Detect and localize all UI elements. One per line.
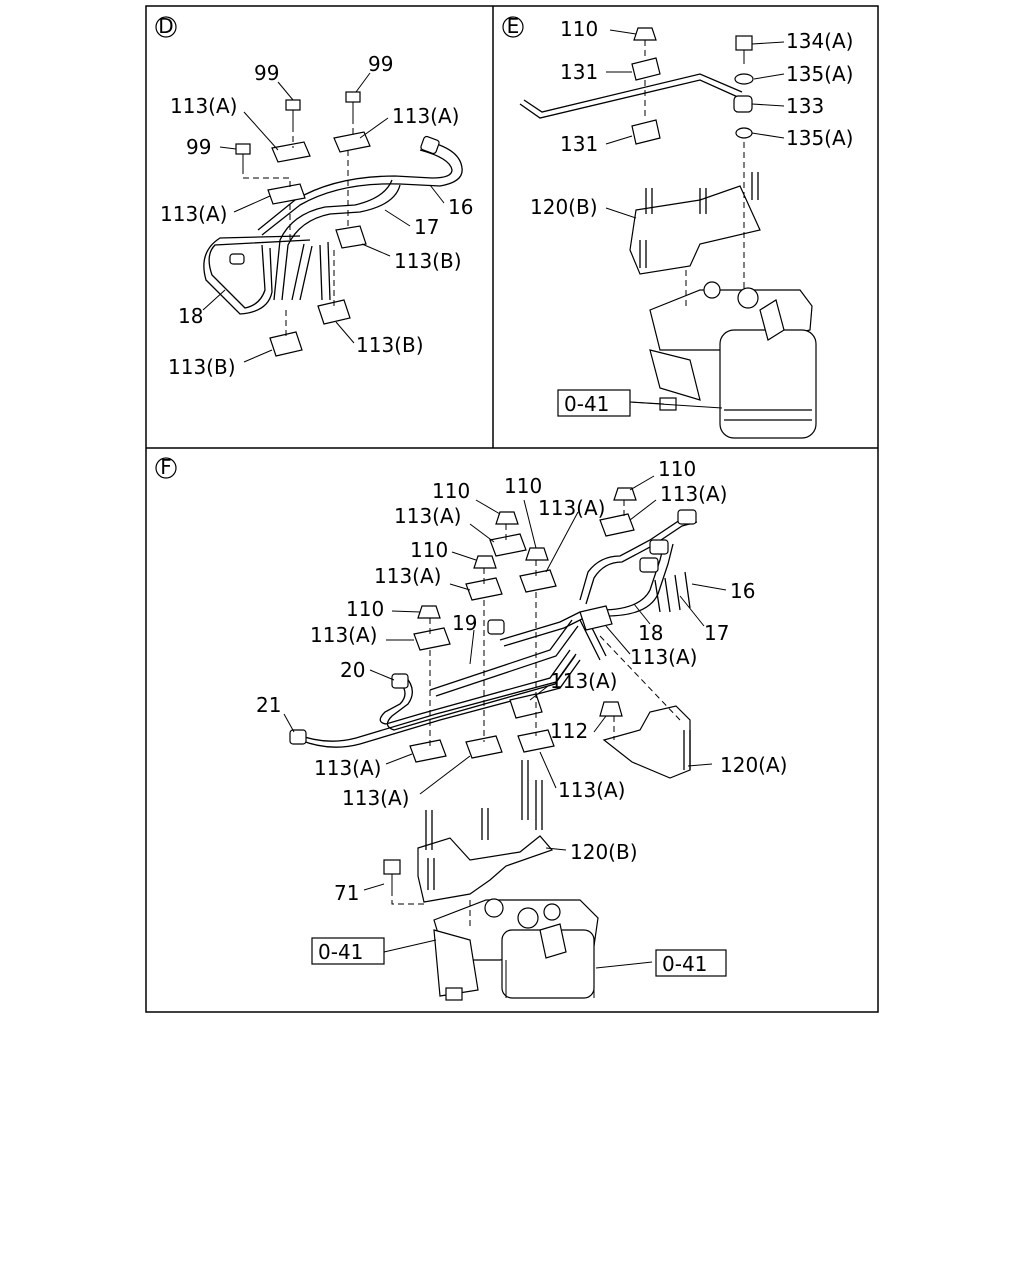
nuts-110-f — [417, 487, 637, 717]
label-120a: 120(A) — [720, 753, 787, 777]
pipe-loops-f — [579, 509, 698, 617]
leaders-d — [202, 72, 445, 363]
label-134a: 134(A) — [786, 29, 853, 53]
label-110: 110 — [504, 474, 542, 498]
clips-113a-d — [267, 131, 371, 205]
label-113a: 113(A) — [660, 482, 727, 506]
ref-box-0-41 — [557, 389, 631, 417]
label-113a: 113(A) — [558, 778, 625, 802]
label-17: 17 — [414, 215, 439, 239]
diagram-frame — [145, 5, 879, 1013]
label-99: 99 — [254, 61, 279, 85]
leaders-e — [605, 29, 785, 409]
label-110: 110 — [658, 457, 696, 481]
fuel-filter-f — [433, 898, 599, 1001]
label-131: 131 — [560, 60, 598, 84]
label-135a: 135(A) — [786, 62, 853, 86]
label-113a: 113(A) — [170, 94, 237, 118]
label-113a: 113(A) — [314, 756, 381, 780]
label-113b: 113(B) — [356, 333, 424, 357]
label-20: 20 — [340, 658, 365, 682]
label-113a: 113(A) — [394, 504, 461, 528]
label-0-41: 0-41 — [662, 952, 707, 976]
panel-d: D — [155, 14, 473, 379]
panel-f-marker: F — [160, 455, 172, 479]
label-120b: 120(B) — [570, 840, 638, 864]
bracket-120b-f — [417, 760, 554, 903]
label-113a: 113(A) — [374, 564, 441, 588]
label-71: 71 — [334, 881, 359, 905]
label-112: 112 — [550, 719, 588, 743]
panel-f-marker-circle — [155, 457, 177, 479]
label-113a: 113(A) — [160, 202, 227, 226]
label-18: 18 — [638, 621, 663, 645]
label-16: 16 — [448, 195, 473, 219]
label-113a: 113(A) — [310, 623, 377, 647]
label-135a: 135(A) — [786, 126, 853, 150]
bracket-120b-e — [629, 172, 761, 275]
label-99: 99 — [368, 52, 393, 76]
label-120b: 120(B) — [530, 195, 598, 219]
label-113b: 113(B) — [168, 355, 236, 379]
label-19: 19 — [452, 611, 477, 635]
fittings-d — [229, 135, 440, 265]
ref-box-0-41 — [655, 949, 727, 977]
label-133: 133 — [786, 94, 824, 118]
label-18: 18 — [178, 304, 203, 328]
leaders-f — [283, 475, 727, 969]
fittings-f — [289, 619, 505, 745]
label-113a: 113(A) — [550, 669, 617, 693]
dashed-guides-d — [242, 118, 354, 338]
dashed-guides-f — [391, 500, 681, 930]
label-113b: 113(B) — [394, 249, 462, 273]
clips-113b-d — [269, 225, 367, 357]
label-110: 110 — [410, 538, 448, 562]
bolt-71-f — [383, 859, 401, 890]
bracket-120a-f — [602, 705, 691, 779]
label-113a: 113(A) — [392, 104, 459, 128]
label-113a: 113(A) — [630, 645, 697, 669]
label-110: 110 — [346, 597, 384, 621]
panel-e-marker: E — [507, 14, 520, 38]
panel-e-marker-circle — [502, 16, 524, 38]
label-110: 110 — [560, 17, 598, 41]
hardware-e — [631, 27, 754, 145]
panel-d-marker: D — [158, 14, 173, 38]
pipe-group-d — [203, 141, 463, 315]
label-17: 17 — [704, 621, 729, 645]
label-113a: 113(A) — [342, 786, 409, 810]
label-99: 99 — [186, 135, 211, 159]
label-110: 110 — [432, 479, 470, 503]
label-16: 16 — [730, 579, 755, 603]
fuel-filter-e — [649, 281, 817, 439]
label-21: 21 — [256, 693, 281, 717]
pipe-e — [519, 79, 741, 119]
ref-box-0-41 — [311, 937, 385, 965]
label-131: 131 — [560, 132, 598, 156]
label-0-41: 0-41 — [318, 940, 363, 964]
label-113a: 113(A) — [538, 496, 605, 520]
label-0-41: 0-41 — [564, 392, 609, 416]
panel-d-marker-circle — [155, 16, 177, 38]
panel-f: F — [155, 455, 787, 1001]
dashed-guides-e — [644, 40, 745, 310]
panel-e: E — [502, 14, 853, 439]
